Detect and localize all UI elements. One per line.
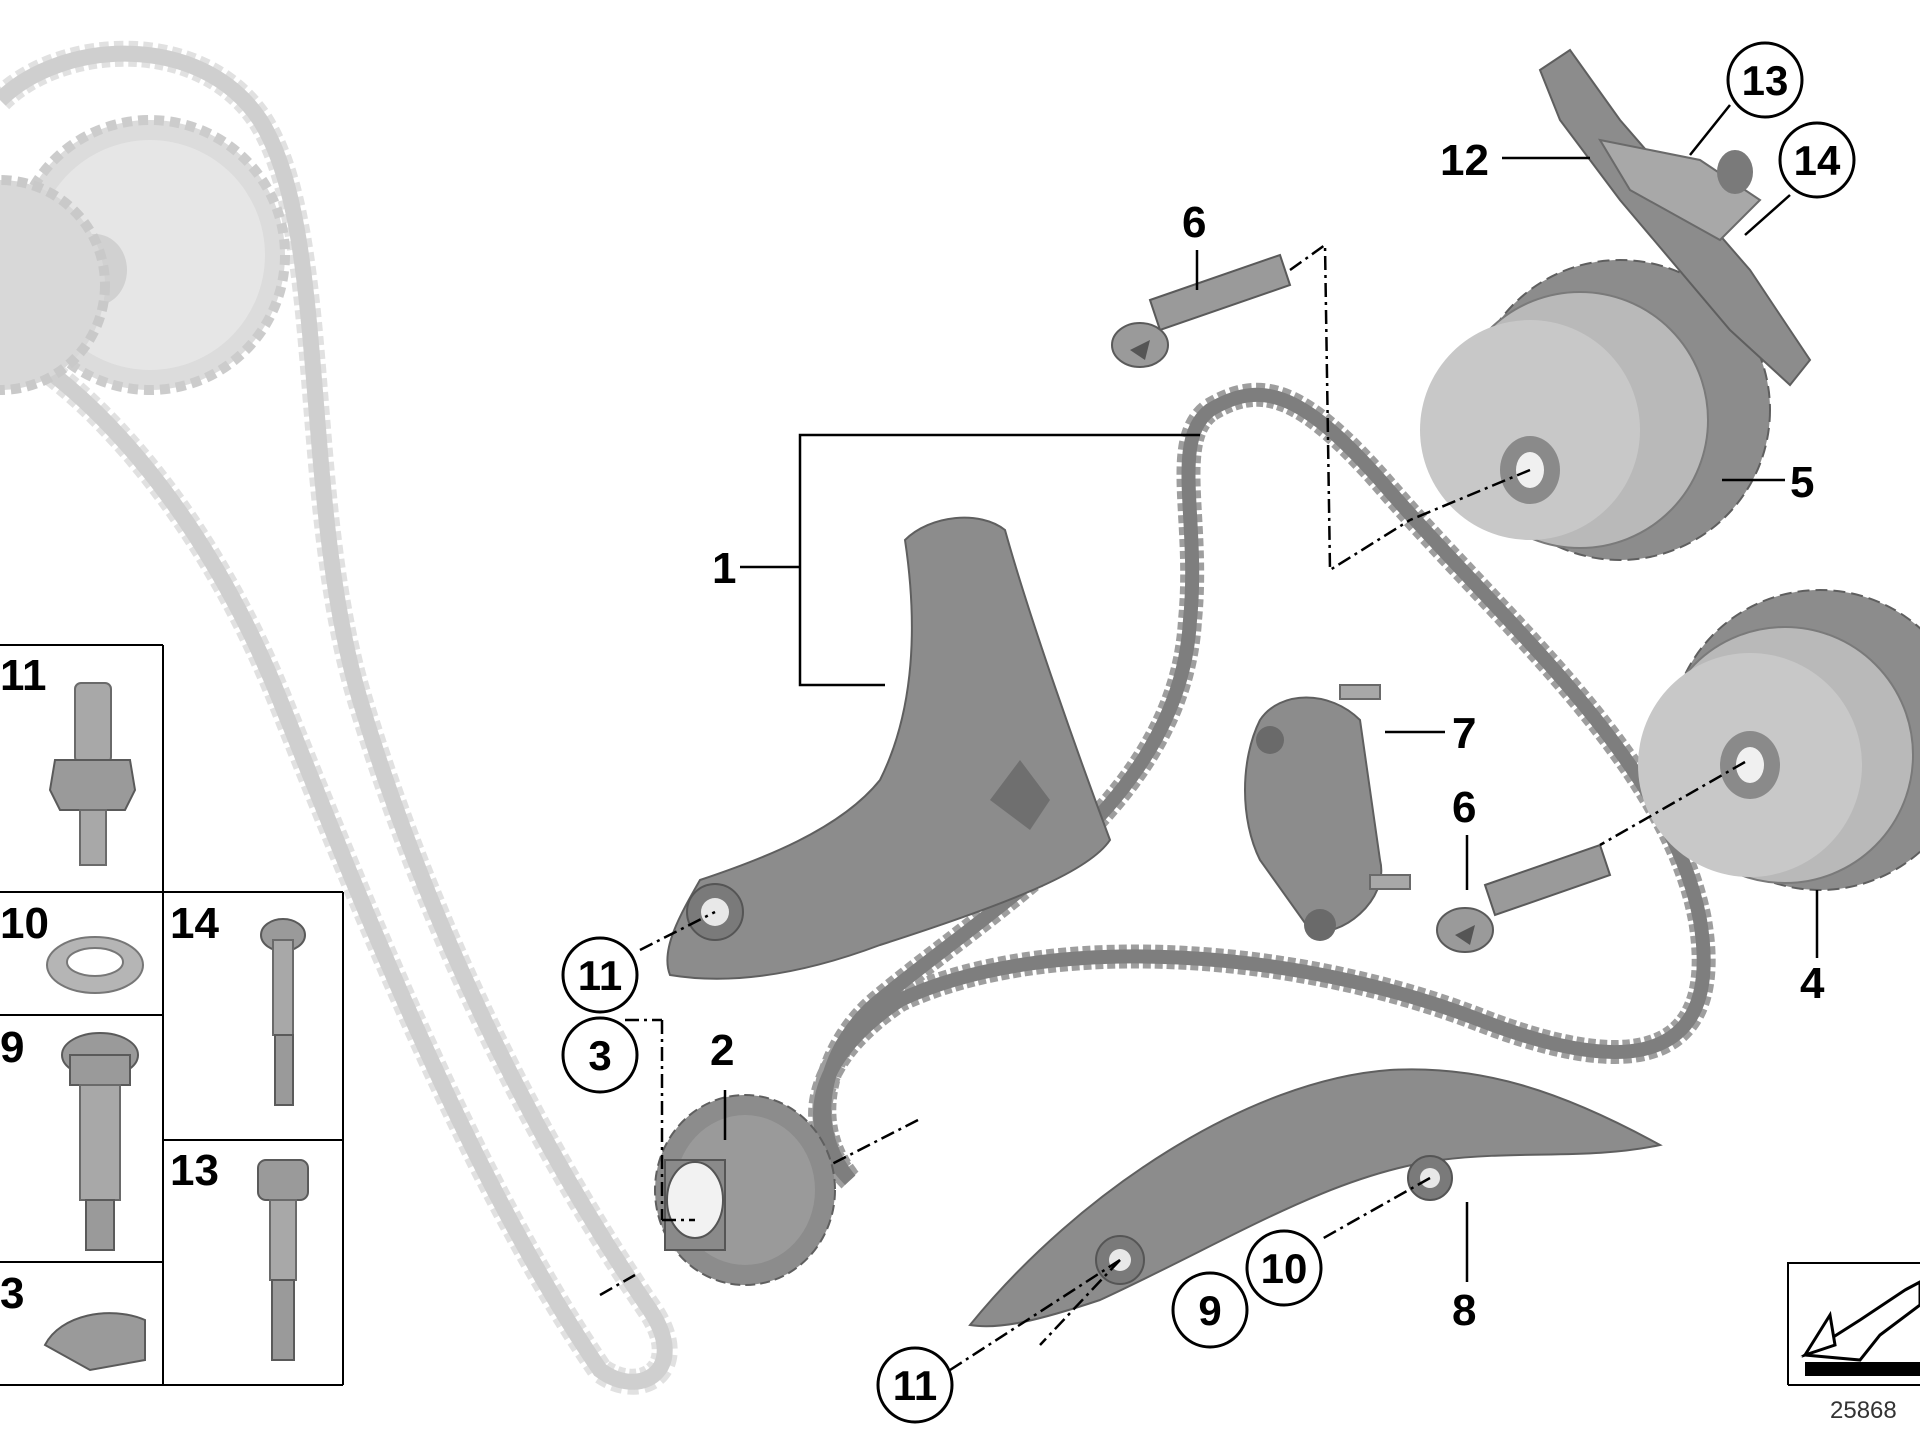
inset-stud-part-11 bbox=[48, 682, 137, 866]
parts-inset-table: 11 10 9 3 14 13 bbox=[0, 644, 344, 1386]
camshaft-bolt-lower bbox=[1436, 843, 1612, 953]
camshaft-bolt-upper bbox=[1111, 253, 1292, 368]
circled-label-13: 13 bbox=[1726, 41, 1804, 119]
svg-text:11: 11 bbox=[893, 1362, 937, 1409]
circled-label-3: 3 bbox=[561, 1016, 639, 1094]
inset-label-11: 11 bbox=[0, 651, 47, 700]
inset-label-10: 10 bbox=[0, 899, 49, 948]
circled-label-10: 10 bbox=[1245, 1229, 1323, 1307]
circled-label-9: 9 bbox=[1171, 1271, 1249, 1349]
circled-label-14: 14 bbox=[1778, 121, 1856, 199]
reference-number: 25868 bbox=[1830, 1397, 1897, 1424]
inset-bolt-part-9 bbox=[61, 1032, 139, 1251]
guide-rail-upper bbox=[1538, 48, 1812, 387]
inset-bolt-part-14 bbox=[260, 918, 306, 1106]
inset-label-13: 13 bbox=[170, 1146, 219, 1195]
inset-washer-part-10 bbox=[46, 936, 144, 994]
label-part-12: 12 bbox=[1440, 136, 1489, 185]
svg-text:10: 10 bbox=[1261, 1245, 1308, 1292]
label-part-1: 1 bbox=[712, 544, 736, 593]
label-part-8: 8 bbox=[1452, 1286, 1476, 1335]
inset-label-9: 9 bbox=[0, 1023, 24, 1072]
label-part-4: 4 bbox=[1800, 959, 1825, 1008]
svg-text:11: 11 bbox=[578, 952, 622, 999]
circled-label-11-upper: 11 bbox=[561, 936, 639, 1014]
svg-text:14: 14 bbox=[1794, 137, 1841, 184]
inset-bolt-part-13 bbox=[257, 1159, 309, 1361]
svg-text:13: 13 bbox=[1742, 57, 1789, 104]
reference-symbol-box bbox=[1787, 1262, 1920, 1386]
inset-label-14: 14 bbox=[170, 899, 219, 948]
label-part-6-bottom: 6 bbox=[1452, 783, 1476, 832]
background-chain-assembly bbox=[0, 40, 678, 1395]
label-part-5: 5 bbox=[1790, 458, 1814, 507]
inset-key-part-3 bbox=[43, 1312, 146, 1372]
circled-label-11-lower: 11 bbox=[876, 1346, 954, 1424]
label-part-6-top: 6 bbox=[1182, 198, 1206, 247]
chain-tensioner bbox=[1244, 684, 1411, 941]
leader-lines bbox=[599, 104, 1819, 1372]
intake-camshaft-sprocket bbox=[1420, 259, 1771, 561]
label-part-7: 7 bbox=[1452, 709, 1476, 758]
exhaust-camshaft-sprocket bbox=[1638, 589, 1920, 891]
crankshaft-sprocket bbox=[654, 1094, 836, 1286]
svg-text:3: 3 bbox=[588, 1032, 611, 1079]
inset-label-3: 3 bbox=[0, 1269, 24, 1318]
label-part-2: 2 bbox=[710, 1026, 734, 1075]
svg-text:9: 9 bbox=[1198, 1287, 1221, 1334]
